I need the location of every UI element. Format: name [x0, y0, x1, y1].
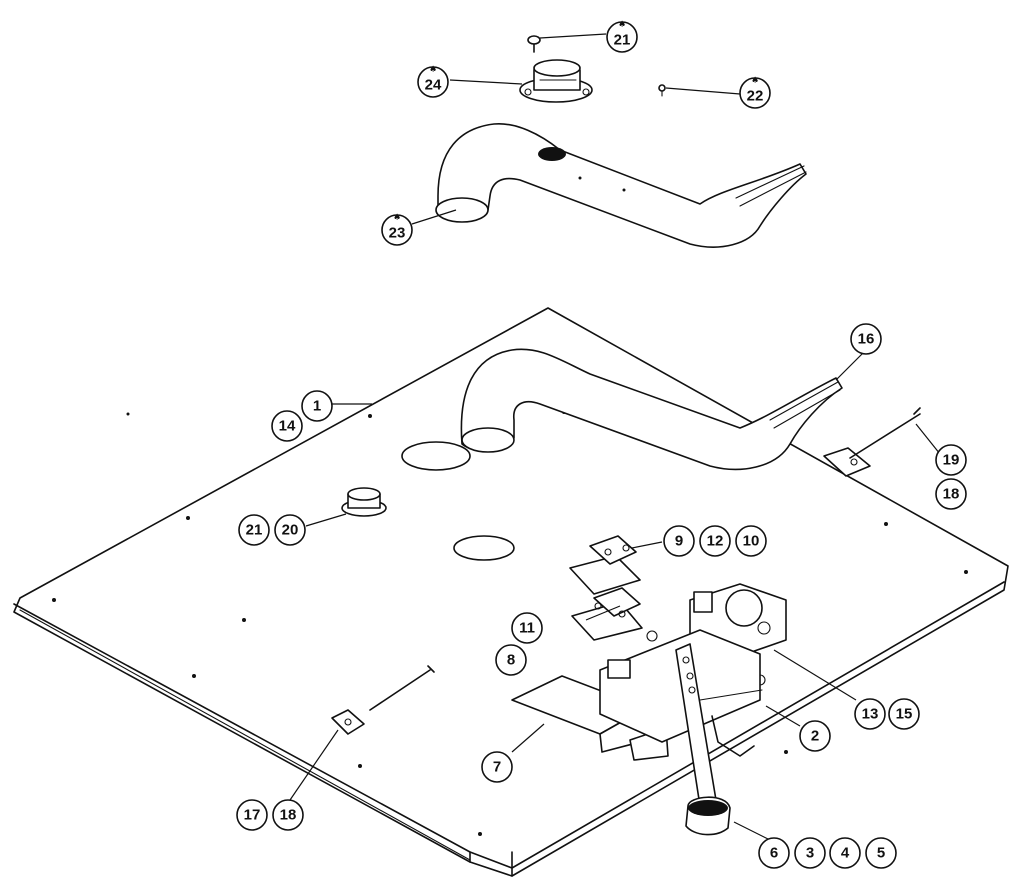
- svg-text:18: 18: [943, 486, 960, 503]
- svg-text:20: 20: [282, 522, 299, 539]
- callout-22: ♠ 22: [739, 76, 771, 109]
- svg-text:19: 19: [943, 452, 960, 469]
- callout-8: 8: [495, 644, 527, 676]
- switch-lower: [571, 587, 643, 641]
- svg-text:21: 21: [246, 522, 263, 539]
- svg-text:22: 22: [747, 88, 764, 105]
- thermostat: [519, 59, 593, 103]
- svg-text:7: 7: [493, 759, 501, 776]
- svg-text:5: 5: [877, 845, 885, 862]
- leader-lines: [289, 33, 941, 841]
- callout-16: 16: [850, 323, 882, 355]
- svg-text:♠: ♠: [751, 76, 759, 86]
- knob-lever: [675, 643, 731, 836]
- svg-text:2: 2: [811, 728, 819, 745]
- svg-text:10: 10: [743, 533, 760, 550]
- rod-clip-right: [823, 407, 921, 477]
- pin: [658, 84, 666, 97]
- svg-text:12: 12: [707, 533, 724, 550]
- svg-text:11: 11: [519, 620, 535, 637]
- svg-text:3: 3: [806, 845, 814, 862]
- screw: [527, 35, 541, 53]
- callout-14: 14: [271, 410, 303, 442]
- callout-10: 10: [735, 525, 767, 557]
- callout-9: 9: [663, 525, 695, 557]
- svg-text:17: 17: [244, 807, 261, 824]
- panel-hole-rear: [401, 441, 471, 471]
- svg-text:♠: ♠: [393, 213, 401, 223]
- panel-screw-dots: [52, 410, 968, 836]
- small-thermostat: [341, 487, 387, 517]
- callout-4: 4: [829, 837, 861, 869]
- callout-21-mid: 21: [238, 514, 270, 546]
- svg-text:15: 15: [896, 706, 913, 723]
- callout-21-top: ♠ 21: [606, 20, 638, 53]
- svg-text:♠: ♠: [618, 20, 626, 30]
- svg-text:4: 4: [841, 845, 850, 862]
- callout-5: 5: [865, 837, 897, 869]
- svg-text:18: 18: [280, 807, 297, 824]
- callout-15: 15: [888, 698, 920, 730]
- svg-text:23: 23: [389, 225, 406, 242]
- callout-24: ♠ 24: [417, 65, 449, 98]
- callout-17: 17: [236, 799, 268, 831]
- svg-text:9: 9: [675, 533, 683, 550]
- callout-7: 7: [481, 751, 513, 783]
- callout-13: 13: [854, 698, 886, 730]
- callout-18-right: 18: [935, 478, 967, 510]
- rod-clip-left: [331, 665, 435, 735]
- tube-port: [538, 147, 566, 161]
- svg-text:24: 24: [425, 77, 442, 94]
- callout-3: 3: [794, 837, 826, 869]
- callout-12: 12: [699, 525, 731, 557]
- callout-23: ♠ 23: [381, 213, 413, 246]
- switch-upper: [569, 535, 641, 595]
- callout-6: 6: [758, 837, 790, 869]
- svg-text:8: 8: [507, 652, 515, 669]
- svg-text:1: 1: [313, 398, 321, 415]
- mechanism-body: [599, 629, 763, 757]
- svg-text:13: 13: [862, 706, 879, 723]
- burner-tube-lower: [460, 348, 843, 471]
- svg-text:16: 16: [858, 331, 875, 348]
- panel-hole-front: [453, 535, 515, 561]
- callout-2: 2: [799, 720, 831, 752]
- callout-18-left: 18: [272, 799, 304, 831]
- callout-11: 11: [511, 612, 543, 644]
- callout-19: 19: [935, 444, 967, 476]
- callout-1: 1: [301, 390, 333, 422]
- callout-20: 20: [274, 514, 306, 546]
- svg-text:♠: ♠: [429, 65, 437, 75]
- svg-text:14: 14: [279, 418, 296, 435]
- svg-text:21: 21: [614, 32, 631, 49]
- svg-text:6: 6: [770, 845, 778, 862]
- burner-tube-upper: [435, 123, 807, 248]
